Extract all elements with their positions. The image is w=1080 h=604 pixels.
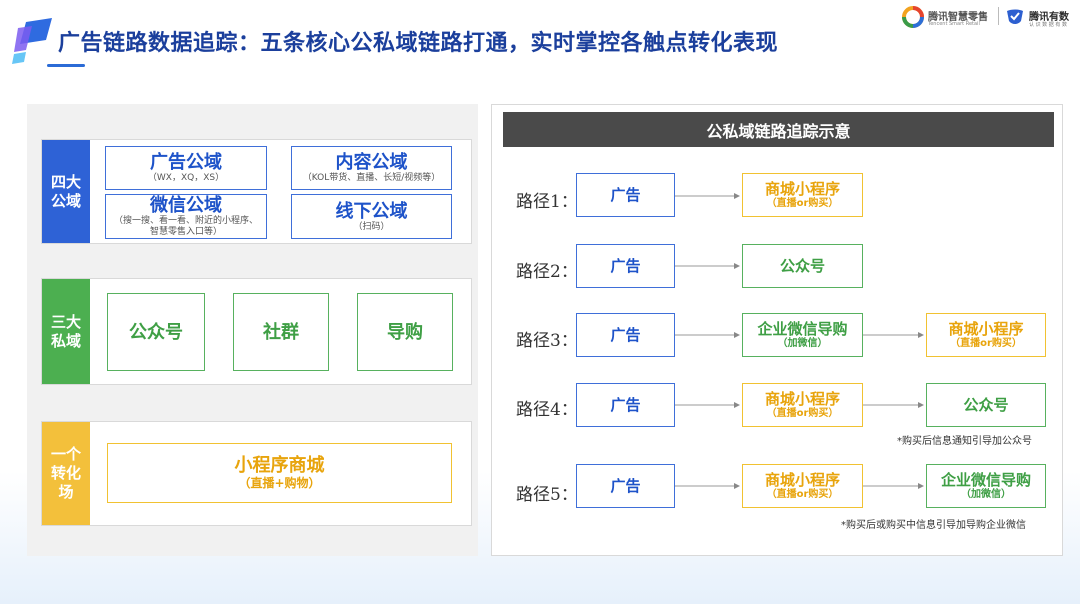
brand1-name: 腾讯智慧零售	[928, 12, 988, 23]
path1-ad-node: 广告	[576, 173, 675, 217]
app-logo-icon	[12, 18, 52, 64]
private-domain-group: 三大 私域 公众号 社群 导购	[41, 278, 472, 385]
node-title: 商城小程序	[948, 319, 1024, 338]
path4-official-account-node: 公众号	[926, 383, 1046, 427]
node-subtitle: （直播or购买）	[766, 488, 839, 500]
path-label-3: 路径3：	[516, 331, 578, 351]
public-domain-label: 四大 公域	[42, 140, 90, 243]
brand-tencent-youshu: 腾讯有数 认 识 数 据 有 数	[1005, 4, 1080, 30]
brand1-sub: Tencent Smart Retail	[928, 21, 980, 27]
conversion-label: 一个 转化 场	[42, 422, 90, 525]
path1-mall-node: 商城小程序 （直播or购买）	[742, 173, 863, 217]
youshu-logo-icon	[1007, 9, 1023, 24]
node-title: 广告	[610, 256, 641, 275]
brand2-sub: 认 识 数 据 有 数	[1029, 22, 1067, 28]
node-title: 广告	[610, 395, 641, 414]
node-subtitle: （直播or购买）	[766, 407, 839, 419]
path3-mall-node: 商城小程序 （直播or购买）	[926, 313, 1046, 357]
community-card: 社群	[233, 293, 329, 371]
path5-mall-node: 商城小程序 （直播or购买）	[742, 464, 863, 508]
public-domain-group: 四大 公域 广告公域 （WX，XQ，XS） 内容公域 （KOL带货、直播、长短/…	[41, 139, 472, 244]
path3-wecom-guide-node: 企业微信导购 （加微信）	[742, 313, 863, 357]
brand-tencent-smart-retail: 腾讯智慧零售 Tencent Smart Retail	[902, 4, 994, 30]
path5-note: *购买后或购买中信息引导加导购企业微信	[841, 520, 1026, 531]
node-title: 企业微信导购	[940, 470, 1031, 489]
path4-ad-node: 广告	[576, 383, 675, 427]
shopping-guide-card: 导购	[357, 293, 453, 371]
card-title: 内容公域	[335, 152, 408, 173]
card-subtitle: （直播+购物）	[238, 476, 321, 490]
ad-public-card: 广告公域 （WX，XQ，XS）	[105, 146, 267, 190]
smart-retail-logo-icon	[902, 6, 924, 28]
node-title: 企业微信导购	[757, 319, 848, 338]
path5-ad-node: 广告	[576, 464, 675, 508]
path-label-4: 路径4：	[516, 400, 578, 420]
conversion-group: 一个 转化 场 小程序商城 （直播+购物）	[41, 421, 472, 526]
card-title: 微信公域	[150, 195, 222, 216]
path-label-2: 路径2：	[516, 262, 578, 282]
mini-program-mall-card: 小程序商城 （直播+购物）	[107, 443, 452, 503]
path-arrows	[675, 193, 924, 489]
node-subtitle: （加微信）	[777, 337, 828, 349]
card-subtitle: （扫码）	[353, 221, 390, 232]
card-title: 线下公域	[335, 200, 408, 222]
node-title: 商城小程序	[764, 470, 840, 489]
path4-mall-node: 商城小程序 （直播or购买）	[742, 383, 863, 427]
content-public-card: 内容公域 （KOL带货、直播、长短/视频等）	[291, 146, 452, 190]
brand2-name: 腾讯有数	[1029, 12, 1069, 23]
path-label-5: 路径5：	[516, 485, 578, 505]
path2-ad-node: 广告	[576, 244, 675, 288]
node-subtitle: （直播or购买）	[766, 197, 839, 209]
card-subtitle: （WX，XQ，XS）	[147, 173, 225, 183]
card-subtitle: （搜一搜、看一看、附近的小程序、智慧零售入口等）	[113, 216, 258, 237]
private-domain-label: 三大 私域	[42, 279, 90, 384]
path2-official-account-node: 公众号	[742, 244, 863, 288]
node-title: 广告	[610, 476, 641, 495]
node-title: 广告	[610, 185, 641, 204]
node-subtitle: （直播or购买）	[950, 337, 1022, 349]
card-title: 导购	[387, 321, 423, 343]
brand-divider	[998, 7, 999, 25]
card-title: 小程序商城	[234, 455, 325, 476]
wechat-public-card: 微信公域 （搜一搜、看一看、附近的小程序、智慧零售入口等）	[105, 194, 267, 239]
offline-public-card: 线下公域 （扫码）	[291, 194, 452, 239]
card-title: 广告公域	[150, 152, 222, 173]
card-subtitle: （KOL带货、直播、长短/视频等）	[302, 173, 441, 183]
card-title: 公众号	[129, 321, 183, 343]
card-title: 社群	[263, 321, 299, 343]
node-title: 商城小程序	[764, 179, 840, 198]
diagram-title: 公私域链路追踪示意	[503, 112, 1054, 147]
node-title: 广告	[610, 325, 641, 344]
node-title: 商城小程序	[764, 389, 840, 408]
path-label-1: 路径1：	[516, 192, 578, 212]
tracking-diagram-panel: 公私域链路追踪示意 路径1： 广告 商城小程序 （直播or购买） 路径2： 广告…	[491, 104, 1063, 556]
official-account-card: 公众号	[107, 293, 205, 371]
page-title: 广告链路数据追踪：五条核心公私域链路打通，实时掌控各触点转化表现	[58, 31, 779, 56]
title-underline	[47, 64, 85, 67]
node-subtitle: （加微信）	[961, 488, 1011, 500]
path4-note: *购买后信息通知引导加公众号	[897, 436, 1032, 447]
channel-overview-panel: 四大 公域 广告公域 （WX，XQ，XS） 内容公域 （KOL带货、直播、长短/…	[27, 104, 478, 556]
node-title: 公众号	[963, 395, 1009, 414]
node-title: 公众号	[779, 256, 825, 275]
path5-wecom-guide-node: 企业微信导购 （加微信）	[926, 464, 1046, 508]
path3-ad-node: 广告	[576, 313, 675, 357]
